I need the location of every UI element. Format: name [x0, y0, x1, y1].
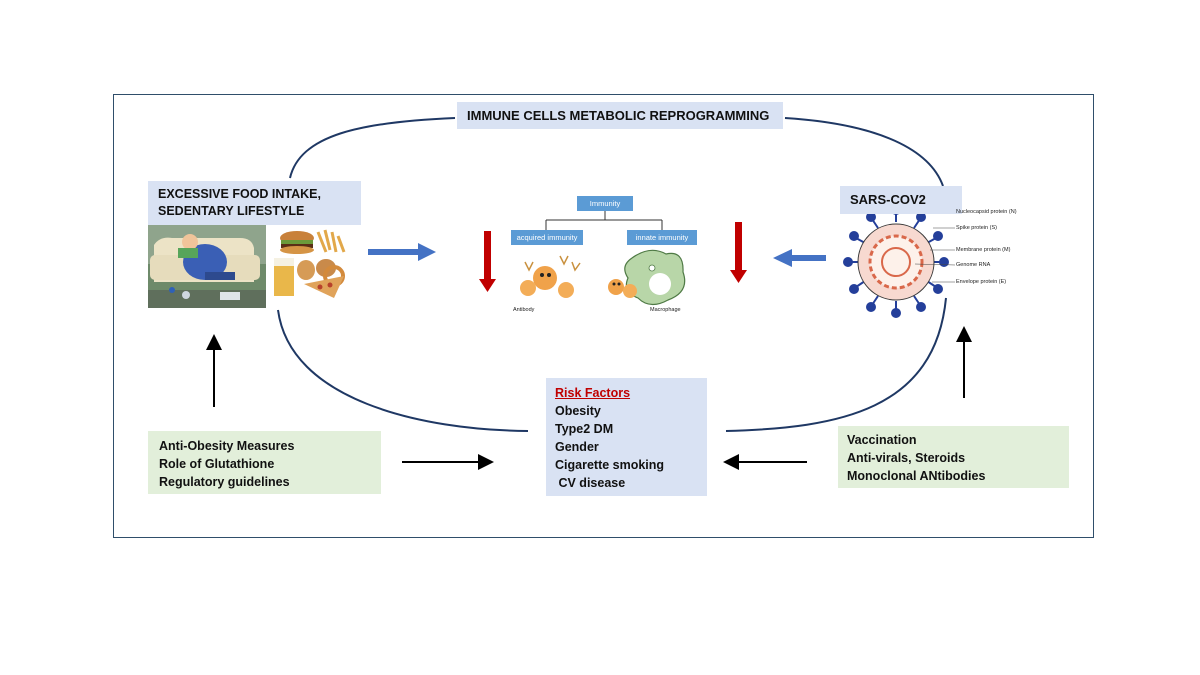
- title-text: IMMUNE CELLS METABOLIC REPROGRAMMING: [467, 108, 770, 123]
- junk-food-illustration: [274, 229, 346, 298]
- antibody-caption: Antibody: [513, 307, 535, 313]
- curve-bottom-left: [277, 309, 529, 432]
- blue-arrow-right: [368, 243, 436, 261]
- vacc-item: Anti-virals, Steroids: [847, 451, 966, 465]
- vaccination-box: Vaccination Anti-virals, Steroids Monocl…: [838, 426, 1069, 488]
- innate-immunity-label: innate immunity: [635, 233, 689, 242]
- virus-label-spike: Spike protein (S): [956, 225, 997, 231]
- anti-obesity-box: Anti-Obesity Measures Role of Glutathion…: [148, 431, 381, 494]
- obese-person-illustration: [148, 224, 266, 308]
- anti-item: Regulatory guidelines: [159, 475, 290, 489]
- risk-item: Cigarette smoking: [555, 458, 665, 472]
- curve-bottom-right: [725, 297, 947, 432]
- vacc-item: Vaccination: [847, 433, 917, 447]
- curve-top-right: [784, 117, 944, 187]
- risk-factors-title: Risk Factors: [555, 386, 631, 400]
- virus-illustration: [843, 205, 956, 318]
- diagram-frame: [113, 94, 1094, 538]
- virus-label-membrane: Membrane protein (M): [956, 247, 1011, 253]
- innate-immunity-node: innate immunity: [627, 230, 697, 245]
- risk-item: Gender: [555, 440, 599, 454]
- curve-top-left: [289, 117, 456, 179]
- antibody-cells-illustration: [520, 255, 581, 298]
- risk-item: CV disease: [555, 476, 626, 490]
- macrophage-caption: Macrophage: [650, 307, 681, 313]
- acquired-immunity-node: acquired immunity: [511, 230, 583, 245]
- immunity-tree-lines: [545, 211, 663, 230]
- food-box-line-2: SEDENTARY LIFESTYLE: [158, 204, 305, 218]
- blue-arrow-left: [773, 249, 826, 267]
- virus-label-nucleocapsid: Nucleocapsid protein (N): [956, 209, 1017, 215]
- macrophage-illustration: [608, 249, 686, 306]
- vacc-item: Monoclonal ANtibodies: [847, 469, 986, 483]
- sars-label: SARS-COV2: [850, 192, 926, 207]
- food-intake-box: EXCESSIVE FOOD INTAKE, SEDENTARY LIFESTY…: [148, 181, 361, 225]
- immunity-root-label: Immunity: [589, 199, 621, 208]
- anti-item: Anti-Obesity Measures: [159, 439, 295, 453]
- red-arrow-down-right: [730, 222, 747, 283]
- anti-item: Role of Glutathione: [159, 457, 275, 471]
- acquired-immunity-label: acquired immunity: [516, 233, 578, 242]
- virus-label-genome: Genome RNA: [956, 262, 991, 268]
- red-arrow-down-left: [479, 231, 496, 292]
- risk-item: Type2 DM: [555, 422, 614, 436]
- immunity-root-node: Immunity: [577, 196, 633, 211]
- risk-item: Obesity: [555, 404, 601, 418]
- food-box-line-1: EXCESSIVE FOOD INTAKE,: [158, 187, 321, 201]
- metabolic-reprogramming-title: IMMUNE CELLS METABOLIC REPROGRAMMING: [457, 102, 783, 129]
- risk-factors-box: Risk Factors Obesity Type2 DM Gender Cig…: [546, 378, 707, 496]
- sars-cov2-box: SARS-COV2: [840, 186, 962, 214]
- virus-label-envelope: Envelope protein (E): [956, 279, 1007, 285]
